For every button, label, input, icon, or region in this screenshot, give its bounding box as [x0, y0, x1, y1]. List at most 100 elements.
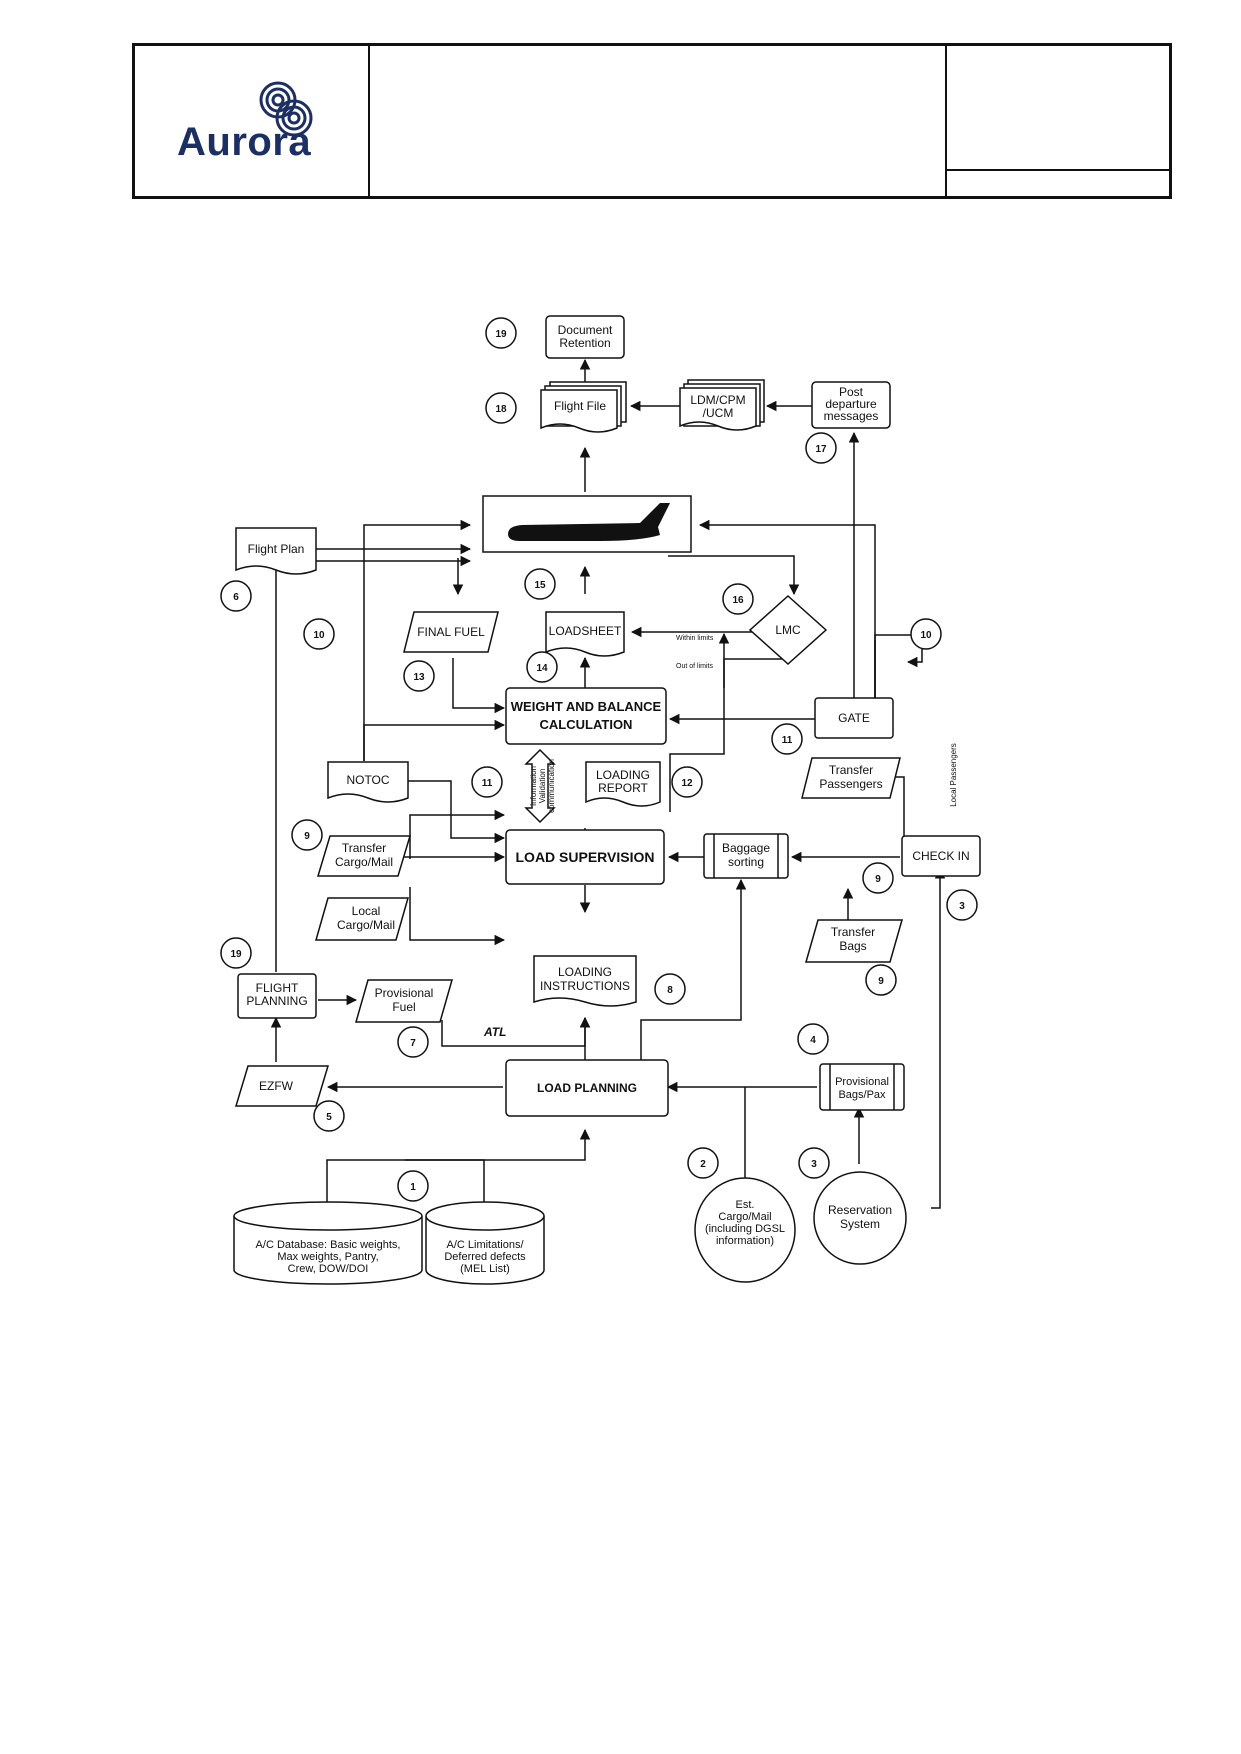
step-number-11-right: 11	[771, 723, 803, 755]
notoc-box: NOTOC	[327, 761, 409, 803]
svg-text:3: 3	[811, 1159, 817, 1170]
step-number-13: 13	[403, 660, 435, 692]
svg-text:12: 12	[681, 778, 693, 789]
header-divider-horizontal	[945, 169, 1169, 171]
step-number-7: 7	[397, 1026, 429, 1058]
flow-connectors	[270, 358, 946, 1210]
svg-text:InformationValidationcommunica: InformationValidationcommunication	[529, 759, 556, 813]
step-number-10-right: 10	[910, 618, 942, 650]
load-supervision-box: LOAD SUPERVISION	[505, 829, 665, 885]
step-number-2: 2	[687, 1147, 719, 1179]
svg-text:4: 4	[810, 1035, 816, 1046]
step-number-10-left: 10	[303, 618, 335, 650]
header-divider-left	[368, 46, 370, 196]
svg-text:6: 6	[233, 592, 239, 603]
svg-text:CHECK IN: CHECK IN	[912, 849, 969, 863]
svg-text:13: 13	[413, 672, 425, 683]
svg-text:9: 9	[875, 874, 881, 885]
info-exchange-arrow: InformationValidationcommunication	[524, 748, 556, 824]
svg-text:17: 17	[815, 444, 827, 455]
svg-text:A/C Limitations/Deferred defec: A/C Limitations/Deferred defects(MEL Lis…	[444, 1239, 526, 1275]
step-number-1: 1	[397, 1170, 429, 1202]
svg-text:19: 19	[495, 329, 507, 340]
step-number-15: 15	[524, 568, 556, 600]
svg-text:FINAL FUEL: FINAL FUEL	[417, 625, 485, 639]
svg-text:9: 9	[304, 831, 310, 842]
ezfw-box: EZFW	[234, 1065, 330, 1107]
svg-text:LOAD SUPERVISION: LOAD SUPERVISION	[516, 849, 655, 865]
svg-text:18: 18	[495, 404, 507, 415]
svg-text:7: 7	[410, 1038, 416, 1049]
step-number-9-mid: 9	[862, 862, 894, 894]
step-number-5: 5	[313, 1100, 345, 1132]
step-number-18: 18	[485, 392, 517, 424]
aircraft-box	[482, 495, 692, 553]
svg-text:15: 15	[534, 580, 546, 591]
svg-text:LDM/CPM/UCM: LDM/CPM/UCM	[690, 393, 745, 420]
step-number-9-left: 9	[291, 819, 323, 851]
step-number-19-bottom: 19	[220, 937, 252, 969]
step-number-8: 8	[654, 973, 686, 1005]
svg-text:LOAD PLANNING: LOAD PLANNING	[537, 1081, 637, 1095]
svg-text:LOADSHEET: LOADSHEET	[549, 624, 622, 638]
svg-text:16: 16	[732, 595, 744, 606]
logo-wordmark: Aurora	[177, 120, 312, 164]
step-number-3-bottom: 3	[798, 1147, 830, 1179]
svg-text:2: 2	[700, 1159, 706, 1170]
atl-label: ATL	[483, 1025, 506, 1039]
svg-text:11: 11	[782, 735, 793, 746]
loadsheet-box: LOADSHEET	[545, 611, 625, 657]
within-limits-label: Within limits	[676, 635, 714, 642]
flight-plan-box: Flight Plan	[235, 527, 317, 575]
ac-database-cylinder: A/C Database: Basic weights,Max weights,…	[233, 1201, 423, 1285]
step-number-16: 16	[722, 583, 754, 615]
step-number-14: 14	[526, 651, 558, 683]
svg-text:14: 14	[536, 663, 548, 674]
step-number-11-mid: 11	[471, 766, 503, 798]
step-number-12: 12	[671, 766, 703, 798]
svg-text:EZFW: EZFW	[259, 1079, 294, 1093]
svg-text:10: 10	[313, 630, 325, 641]
final-fuel-box: FINAL FUEL	[403, 611, 499, 653]
check-in-box: CHECK IN	[901, 835, 981, 877]
document-header	[132, 43, 1172, 199]
svg-text:11: 11	[482, 778, 493, 789]
svg-text:LMC: LMC	[775, 623, 801, 637]
ldm-cpm-ucm-box: LDM/CPM/UCM	[679, 379, 765, 431]
svg-text:1: 1	[410, 1182, 416, 1193]
svg-text:8: 8	[667, 985, 673, 996]
lmc-decision: LMC	[748, 594, 828, 666]
gate-box: GATE	[814, 697, 894, 739]
step-number-19-top: 19	[485, 317, 517, 349]
step-number-17: 17	[805, 432, 837, 464]
step-number-3-right: 3	[946, 889, 978, 921]
airplane-icon	[508, 503, 670, 541]
